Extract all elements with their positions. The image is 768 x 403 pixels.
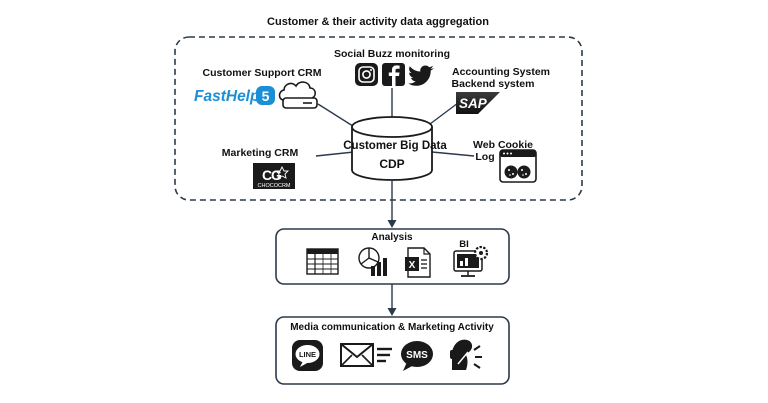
svg-text:C: C <box>262 167 272 183</box>
media-box <box>275 316 510 385</box>
analysis-label: Analysis <box>371 232 413 243</box>
accounting-label-line1: Accounting System <box>452 66 550 78</box>
sap-logo-text: SAP <box>459 96 488 111</box>
excel-icon: X <box>405 247 431 278</box>
line-icon: LINE <box>292 340 323 371</box>
fasthelp-logo: FastHelp 5 <box>194 86 275 105</box>
web-cookie-label-line2: Log <box>475 151 494 163</box>
fasthelp-logo-text: FastHelp <box>194 88 259 105</box>
accounting-label-line2: Backend system <box>452 78 535 90</box>
hub-label-line1: Customer Big Data <box>343 140 447 152</box>
twitter-icon <box>408 65 434 86</box>
arrow-to-media <box>387 284 397 316</box>
call-center-icon <box>450 339 482 370</box>
marketing-crm-label: Marketing CRM <box>222 147 299 159</box>
email-icon <box>340 343 392 367</box>
instagram-icon <box>355 63 378 86</box>
facebook-icon <box>382 63 405 86</box>
chococrm-logo-text: CHOCOCRM <box>258 183 291 189</box>
line-icon-text: LINE <box>299 350 316 359</box>
web-cookie-label-line1: Web Cookie <box>473 139 533 151</box>
sap-logo: SAP <box>456 92 500 114</box>
browser-cookie-icon <box>499 149 537 183</box>
social-buzz-label: Social Buzz monitoring <box>334 48 450 60</box>
spreadsheet-icon <box>306 248 339 275</box>
chococrm-logo: C G CHOCOCRM <box>253 163 295 189</box>
svg-text:G: G <box>271 167 282 183</box>
excel-icon-letter: X <box>409 260 416 271</box>
sms-icon: SMS <box>401 341 433 371</box>
support-crm-label: Customer Support CRM <box>203 67 322 79</box>
diagram-title: Customer & their activity data aggregati… <box>267 16 489 28</box>
cdp-database: Customer Big Data CDP <box>343 116 447 181</box>
pie-bar-chart-icon <box>358 247 387 276</box>
hub-label-line2: CDP <box>379 157 404 171</box>
sms-icon-text: SMS <box>406 350 428 361</box>
arrow-to-analysis <box>387 181 397 228</box>
cloud-server-icon <box>278 81 318 109</box>
media-label: Media communication & Marketing Activity <box>290 322 494 333</box>
bi-label: BI <box>459 239 469 250</box>
bi-dashboard-icon <box>453 245 489 277</box>
fasthelp-logo-badge: 5 <box>262 88 270 104</box>
